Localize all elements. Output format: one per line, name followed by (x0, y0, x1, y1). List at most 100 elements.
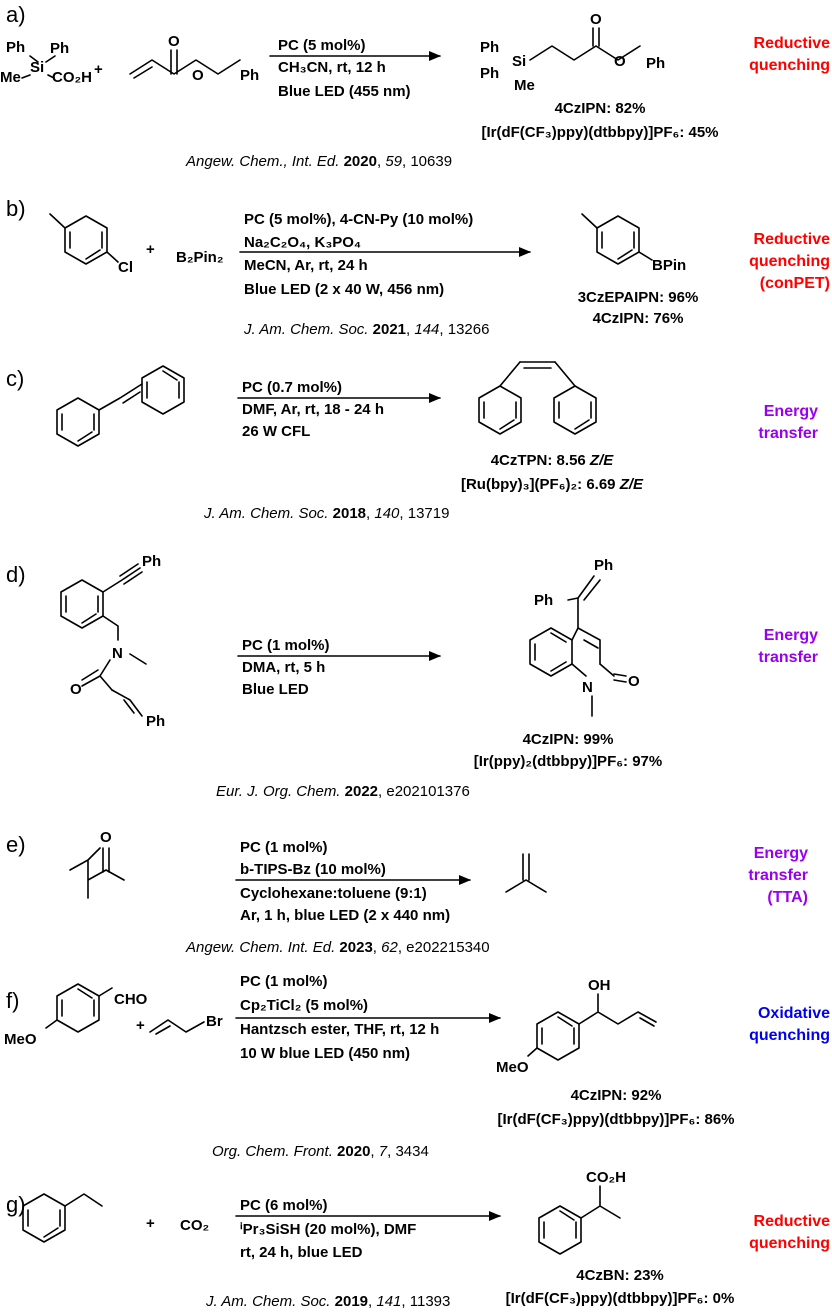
bond (81, 669, 99, 681)
bond (527, 1047, 538, 1057)
reference: J. Am. Chem. Soc. 2019, 141, 11393 (205, 1293, 450, 1310)
bond (99, 653, 147, 691)
row-label-c: c) (6, 366, 24, 391)
condition-line: PC (0.7 mol%) (242, 379, 342, 396)
bond (61, 988, 95, 1017)
bond (599, 663, 615, 677)
bond (64, 1193, 103, 1207)
bond (578, 993, 657, 1025)
result-line: 4CzIPN: 99% (523, 731, 614, 748)
condition-line: MeCN, Ar, rt, 24 h (244, 257, 368, 274)
bond (149, 1019, 205, 1033)
condition-line: DMF, Ar, rt, 18 - 24 h (242, 401, 384, 418)
atom-ph: Ph (50, 40, 69, 57)
bond (69, 231, 103, 260)
row-label-g: g) (6, 1192, 26, 1217)
result-line: 4CzIPN: 76% (593, 310, 684, 327)
benzene-ring (596, 215, 640, 265)
benzene-ring (60, 579, 104, 629)
atom-o: O (628, 673, 640, 690)
bond (483, 401, 517, 430)
atom-bpin: BPin (652, 257, 686, 274)
row-b: b) Cl + B₂Pin₂ PC (5 mol%), 4-CN-Py (10 … (6, 196, 830, 338)
row-f: f) CHO MeO + Br PC (1 mol%) Cp₂TiCl₂ (5 … (4, 973, 830, 1160)
row-label-d: d) (6, 562, 26, 587)
row-d: d) Ph N O Ph PC (1 mol%) DMA, rt, 5 h Bl… (6, 553, 818, 800)
benzene-ring (56, 397, 100, 447)
atom-meo: MeO (496, 1059, 529, 1076)
bond (571, 627, 601, 677)
atom-ph: Ph (480, 39, 499, 56)
bond (133, 66, 153, 79)
reference: Angew. Chem. Int. Ed. 2023, 62, e2022153… (185, 939, 490, 956)
bond (581, 213, 653, 261)
condition-line: Hantzsch ester, THF, rt, 12 h (240, 1021, 439, 1038)
row-c: c) PC (0.7 mol%) DMF, Ar, rt, 18 - 24 h … (6, 361, 818, 522)
atom-n: N (112, 645, 123, 662)
condition-line: Cp₂TiCl₂ (5 mol%) (240, 997, 368, 1014)
reference: Org. Chem. Front. 2020, 7, 3434 (212, 1143, 429, 1160)
row-g: g) + CO₂ PC (6 mol%) ⁱPr₃SiSH (20 mol%),… (6, 1169, 830, 1310)
atom-ph: Ph (146, 713, 165, 730)
plus-sign: + (136, 1017, 145, 1034)
bond (580, 1185, 621, 1219)
condition-line: PC (1 mol%) (242, 637, 330, 654)
benzene-ring (538, 1205, 582, 1255)
benzene-ring (141, 365, 185, 415)
atom-co2h: CO₂H (52, 69, 92, 86)
condition-line: CH₃CN, rt, 12 h (278, 59, 386, 76)
atom-ph: Ph (142, 553, 161, 570)
atom-o: O (168, 33, 180, 50)
bond (61, 413, 95, 442)
bond (45, 987, 113, 1029)
atom-ph: Ph (6, 39, 25, 56)
row-a: a) Ph Ph Si Me CO₂H + CO₂H O O Ph PC (5 … (0, 2, 830, 170)
atom-co2h: CO₂H (586, 1169, 626, 1186)
condition-line: Blue LED (242, 681, 309, 698)
bond (567, 597, 579, 629)
atom-o: O (590, 11, 602, 28)
benzene-ring (478, 385, 522, 435)
bond (505, 853, 547, 893)
atom-ph: Ph (646, 55, 665, 72)
bond (529, 45, 641, 61)
bond (592, 27, 600, 47)
benzene-ring (536, 1011, 580, 1061)
reference: Angew. Chem., Int. Ed. 2020, 59, 10639 (185, 153, 452, 170)
bond (111, 689, 143, 717)
condition-line: Blue LED (455 nm) (278, 83, 411, 100)
reagent-b2pin2: B₂Pin₂ (176, 249, 224, 266)
atom-cho: CHO (114, 991, 148, 1008)
condition-line: DMA, rt, 5 h (242, 659, 325, 676)
row-label-f: f) (6, 988, 19, 1013)
bond (122, 391, 141, 404)
atom-ph: Ph (480, 65, 499, 82)
condition-line: ⁱPr₃SiSH (20 mol%), DMF (240, 1221, 416, 1238)
atom-me: Me (514, 77, 535, 94)
bond (27, 1209, 61, 1238)
result-line: 4CzIPN: 82% (555, 100, 646, 117)
bond (129, 59, 241, 75)
atom-ph: Ph (240, 67, 259, 84)
atom-oh: OH (588, 977, 611, 994)
bond (170, 49, 178, 75)
atom-ph: Ph (534, 592, 553, 609)
charge-plus: + (94, 61, 103, 78)
atom-o: O (100, 829, 112, 846)
result-line: [Ru(bpy)₃](PF₆)₂: 6.69 Z/E (461, 476, 644, 493)
bond (102, 567, 141, 593)
bond (639, 1017, 655, 1027)
bond (583, 639, 599, 649)
bond (21, 55, 56, 79)
result-line: [Ir(ppy)₂(dtbbpy)]PF₆: 97% (474, 753, 662, 770)
condition-line: Na₂C₂O₄, K₃PO₄ (244, 234, 361, 251)
atom-meo: MeO (4, 1031, 37, 1048)
row-label-b: b) (6, 196, 26, 221)
bond (102, 615, 119, 641)
condition-line: PC (6 mol%) (240, 1197, 328, 1214)
atom-me: Me (0, 69, 21, 86)
